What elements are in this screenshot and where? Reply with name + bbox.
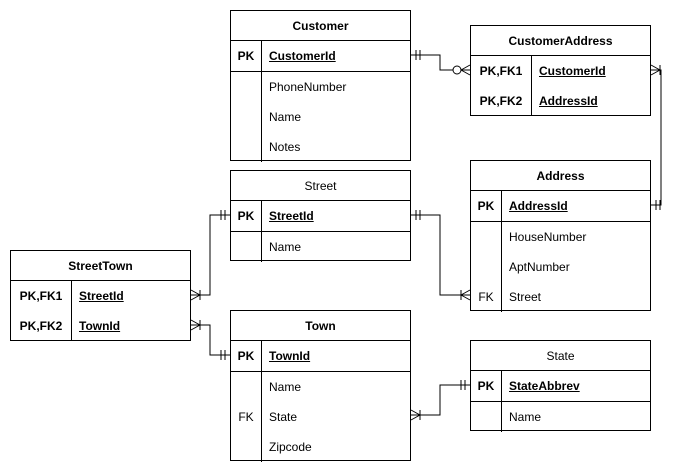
entity-title: StreetTown (11, 251, 190, 281)
field-apt-number: AptNumber (509, 260, 570, 274)
entity-customer[interactable]: Customer PK CustomerId PhoneNumber Name … (230, 10, 411, 162)
relationship-customer_address-address (650, 64, 662, 210)
field-town-id: TownId (269, 349, 311, 363)
field-state: State (269, 410, 298, 424)
entity-title: Street (231, 171, 410, 201)
fk-label: FK (478, 290, 494, 304)
field-street: Street (509, 290, 542, 304)
field-name: Name (509, 410, 542, 424)
relationship-customer-customer_address (411, 50, 471, 76)
entity-street-town[interactable]: StreetTown PK,FK1 StreetId PK,FK2 TownId (10, 250, 191, 341)
entity-title: Address (471, 161, 650, 191)
entity-title: CustomerAddress (471, 26, 650, 56)
field-name: Name (269, 240, 302, 254)
entity-customer-address[interactable]: CustomerAddress PK,FK1 CustomerId PK,FK2… (470, 25, 651, 116)
field-address-id: AddressId (509, 199, 568, 213)
entity-address[interactable]: Address PK AddressId HouseNumber AptNumb… (470, 160, 651, 312)
fk-label: FK (238, 410, 254, 424)
field-street-id: StreetId (269, 209, 314, 223)
entity-title: Customer (231, 11, 410, 41)
field-name: Name (269, 380, 302, 394)
pk-label: PK (237, 349, 255, 363)
pk-fk1-label: PK,FK1 (479, 64, 523, 78)
field-customer-id: CustomerId (269, 49, 336, 63)
relationship-state-town (410, 380, 470, 421)
relationship-town-street_town (190, 319, 230, 360)
field-phone-number: PhoneNumber (269, 80, 347, 94)
pk-fk2-label: PK,FK2 (479, 94, 523, 108)
pk-label: PK (477, 379, 495, 393)
relationship-street-address (411, 210, 471, 301)
pk-fk2-label: PK,FK2 (19, 319, 63, 333)
field-street-id: StreetId (79, 289, 124, 303)
entity-street[interactable]: Street PK StreetId Name (230, 170, 411, 262)
entity-title: Town (231, 311, 410, 341)
pk-label: PK (237, 49, 255, 63)
entity-town[interactable]: Town PK TownId Name FK State Zipcode (230, 310, 411, 462)
field-notes: Notes (269, 140, 301, 154)
pk-fk1-label: PK,FK1 (19, 289, 63, 303)
field-customer-id: CustomerId (539, 64, 606, 78)
field-state-abbrev: StateAbbrev (509, 379, 580, 393)
field-name: Name (269, 110, 302, 124)
field-town-id: TownId (79, 319, 121, 333)
entity-state[interactable]: State PK StateAbbrev Name (470, 340, 651, 432)
pk-label: PK (237, 209, 255, 223)
relationship-street-street_town (190, 210, 230, 301)
field-address-id: AddressId (539, 94, 598, 108)
field-zipcode: Zipcode (269, 440, 312, 454)
field-house-number: HouseNumber (509, 230, 587, 244)
pk-label: PK (477, 199, 495, 213)
entity-title: State (471, 341, 650, 371)
